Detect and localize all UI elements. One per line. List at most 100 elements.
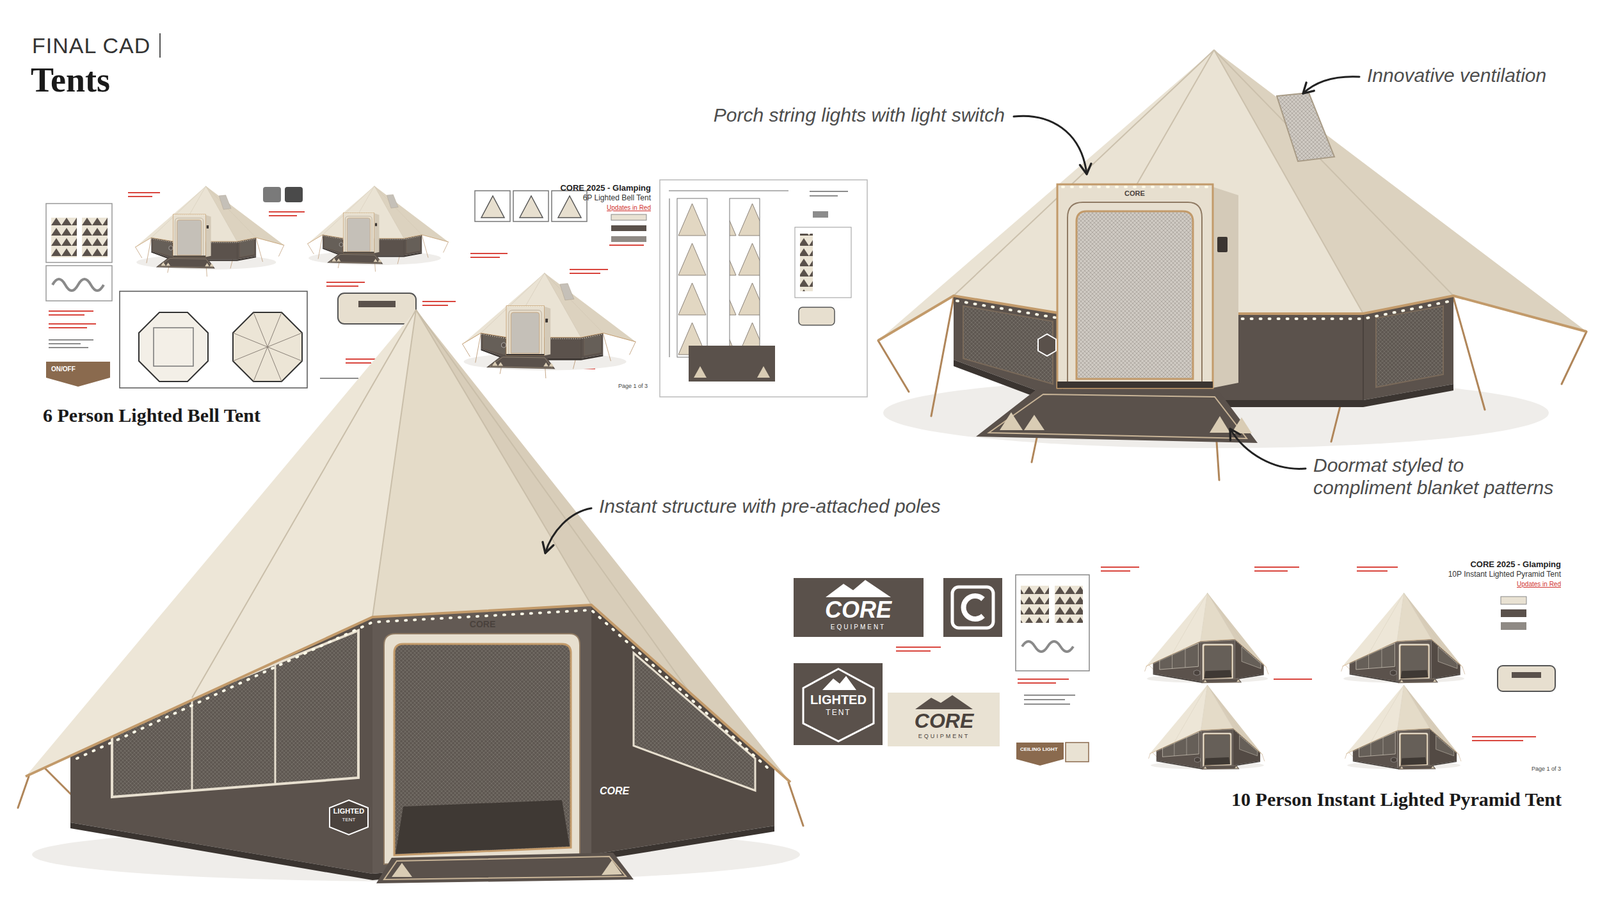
tent-badge: TENT <box>342 817 356 823</box>
rect-shape <box>952 586 994 628</box>
rect-shape <box>793 663 883 745</box>
rect-shape <box>611 214 647 221</box>
rect-shape <box>1472 736 1536 738</box>
path-shape <box>825 579 891 598</box>
rect-shape <box>119 291 308 388</box>
rect-shape <box>611 225 647 232</box>
rect-shape <box>326 281 365 283</box>
rect-shape <box>422 304 448 306</box>
rect-shape <box>1065 742 1089 762</box>
path-shape <box>1303 76 1360 94</box>
g-shape <box>474 190 587 222</box>
path-shape <box>1230 428 1306 469</box>
rect-shape <box>887 692 1000 747</box>
sheet-subtitle: 6P Lighted Bell Tent <box>583 193 651 203</box>
rect-shape <box>422 300 456 303</box>
line-shape <box>253 312 268 347</box>
product-name: 6 Person Lighted Bell Tent <box>42 404 261 427</box>
g-shape <box>232 312 303 382</box>
rect-shape <box>470 256 500 258</box>
rect-shape <box>1273 678 1312 680</box>
rect-shape <box>943 577 1003 637</box>
logo-text: CORE <box>824 598 892 622</box>
rect-shape <box>48 343 81 345</box>
rect-shape <box>551 190 587 222</box>
line-shape <box>232 346 268 361</box>
path-shape <box>1016 742 1064 766</box>
rect-shape <box>1511 672 1542 678</box>
rect-shape <box>609 244 644 246</box>
logo-text: LIGHTED <box>810 693 867 706</box>
use-shape <box>1345 684 1462 770</box>
tent-badge: LIGHTED <box>333 807 365 815</box>
path-shape <box>1022 641 1074 652</box>
rect-shape <box>569 272 601 274</box>
rect-shape <box>320 377 359 379</box>
rect-shape <box>51 217 77 258</box>
rect-shape <box>798 307 835 326</box>
path-shape <box>915 695 973 710</box>
path-shape <box>822 675 857 690</box>
use-shape <box>307 186 449 272</box>
use-shape <box>462 272 637 378</box>
rect-shape <box>1356 566 1398 568</box>
rect-shape <box>48 346 89 349</box>
path-shape <box>52 279 104 291</box>
rect-shape <box>1500 609 1527 617</box>
rect-shape <box>896 646 941 648</box>
rect-shape <box>1017 678 1069 680</box>
rect-shape <box>263 186 281 203</box>
rect-shape <box>46 265 112 301</box>
line-shape <box>668 190 789 192</box>
rect-shape <box>688 345 776 382</box>
cad-sheet-pyramid <box>793 566 1556 770</box>
use-shape <box>1341 592 1465 683</box>
sheet-note: Updates in Red <box>1516 580 1561 589</box>
product-name: 10 Person Instant Lighted Pyramid Tent <box>1231 788 1562 811</box>
rect-shape <box>284 186 303 203</box>
rect-shape <box>81 217 108 258</box>
icon-label: ON/OFF <box>51 366 76 373</box>
polygon-shape <box>232 312 303 382</box>
sheet-note: Updates in Red <box>606 204 651 212</box>
g-shape <box>809 190 848 218</box>
pyramid-tent <box>17 309 804 884</box>
rect-shape <box>794 227 852 298</box>
rect-shape <box>1100 570 1131 572</box>
sheet-title: CORE 2025 - Glamping <box>560 183 651 194</box>
rect-shape <box>358 300 396 308</box>
rect-shape <box>812 211 829 218</box>
rect-shape <box>1024 694 1076 696</box>
section-label: FINAL CAD <box>32 33 151 59</box>
path-shape <box>46 361 111 387</box>
tent-logo: CORE <box>1124 190 1145 198</box>
rect-shape <box>1015 574 1090 671</box>
polygon-shape <box>757 366 770 378</box>
slide-title: Tents <box>30 60 111 100</box>
callout-text: Innovative ventilation <box>1367 64 1547 88</box>
polygon-shape <box>693 366 707 378</box>
icon-label: CEILING LIGHT <box>1020 746 1058 752</box>
logo-text: EQUIPMENT <box>830 624 886 631</box>
rect-shape <box>474 190 511 222</box>
rect-shape <box>1017 682 1056 684</box>
rect-shape <box>1020 585 1049 623</box>
rect-shape <box>1500 622 1527 630</box>
tent-logo: CORE <box>599 785 630 797</box>
rect-shape <box>800 233 813 292</box>
line-shape <box>267 332 303 347</box>
g-shape <box>693 366 770 378</box>
rect-shape <box>677 198 708 358</box>
sheet-subtitle: 10P Instant Lighted Pyramid Tent <box>1448 570 1561 580</box>
rect-shape <box>48 339 94 341</box>
path-shape <box>1013 115 1087 175</box>
rect-shape <box>268 215 297 217</box>
tent-logo: CORE <box>469 619 496 629</box>
rect-shape <box>809 195 838 197</box>
callout-text: Porch string lights with light switch <box>713 104 1005 127</box>
cad-sheet-blanket <box>659 179 868 397</box>
rect-shape <box>1472 739 1524 742</box>
g-shape <box>1024 694 1076 705</box>
rect-shape <box>1254 570 1288 572</box>
